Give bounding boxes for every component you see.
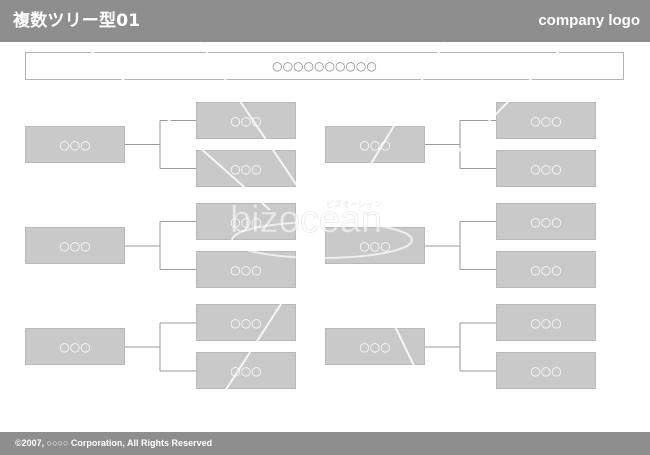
tree-6-child-1: ○○○ <box>496 304 596 341</box>
tree-2-child-1: ○○○ <box>496 102 596 139</box>
header-bar: 複数ツリー型01 company logo <box>0 0 650 42</box>
tree-1-child-1: ○○○ <box>196 102 296 139</box>
tree-5-child-2: ○○○ <box>196 352 296 389</box>
company-logo: company logo <box>538 12 640 29</box>
page-title: 複数ツリー型01 <box>13 11 141 31</box>
tree-4-child-2: ○○○ <box>496 251 596 288</box>
tree-2-root: ○○○ <box>325 126 425 163</box>
tree-1-root: ○○○ <box>25 126 125 163</box>
connector-tree-6 <box>425 322 496 372</box>
connector-tree-2 <box>425 120 496 169</box>
connector-tree-5 <box>125 322 196 372</box>
tree-3-child-1: ○○○ <box>196 203 296 240</box>
tree-4-root: ○○○ <box>325 227 425 264</box>
tree-5-root: ○○○ <box>25 328 125 365</box>
tree-6-child-2: ○○○ <box>496 352 596 389</box>
connector-tree-4 <box>425 221 496 270</box>
title-banner: ○○○○○○○○○○ <box>25 52 624 80</box>
footer-bar: ©2007, ○○○○ Corporation, All Rights Rese… <box>0 432 650 455</box>
tree-3-child-2: ○○○ <box>196 251 296 288</box>
tree-3-root: ○○○ <box>25 227 125 264</box>
tree-5-child-1: ○○○ <box>196 304 296 341</box>
connector-tree-3 <box>125 221 196 270</box>
connector-tree-1 <box>125 120 196 169</box>
tree-1-child-2: ○○○ <box>196 150 296 187</box>
tree-2-child-2: ○○○ <box>496 150 596 187</box>
watermark-kana: ビズオーシャン <box>326 199 382 209</box>
copyright-text: ©2007, ○○○○ Corporation, All Rights Rese… <box>15 438 213 448</box>
tree-4-child-1: ○○○ <box>496 203 596 240</box>
tree-6-root: ○○○ <box>325 328 425 365</box>
